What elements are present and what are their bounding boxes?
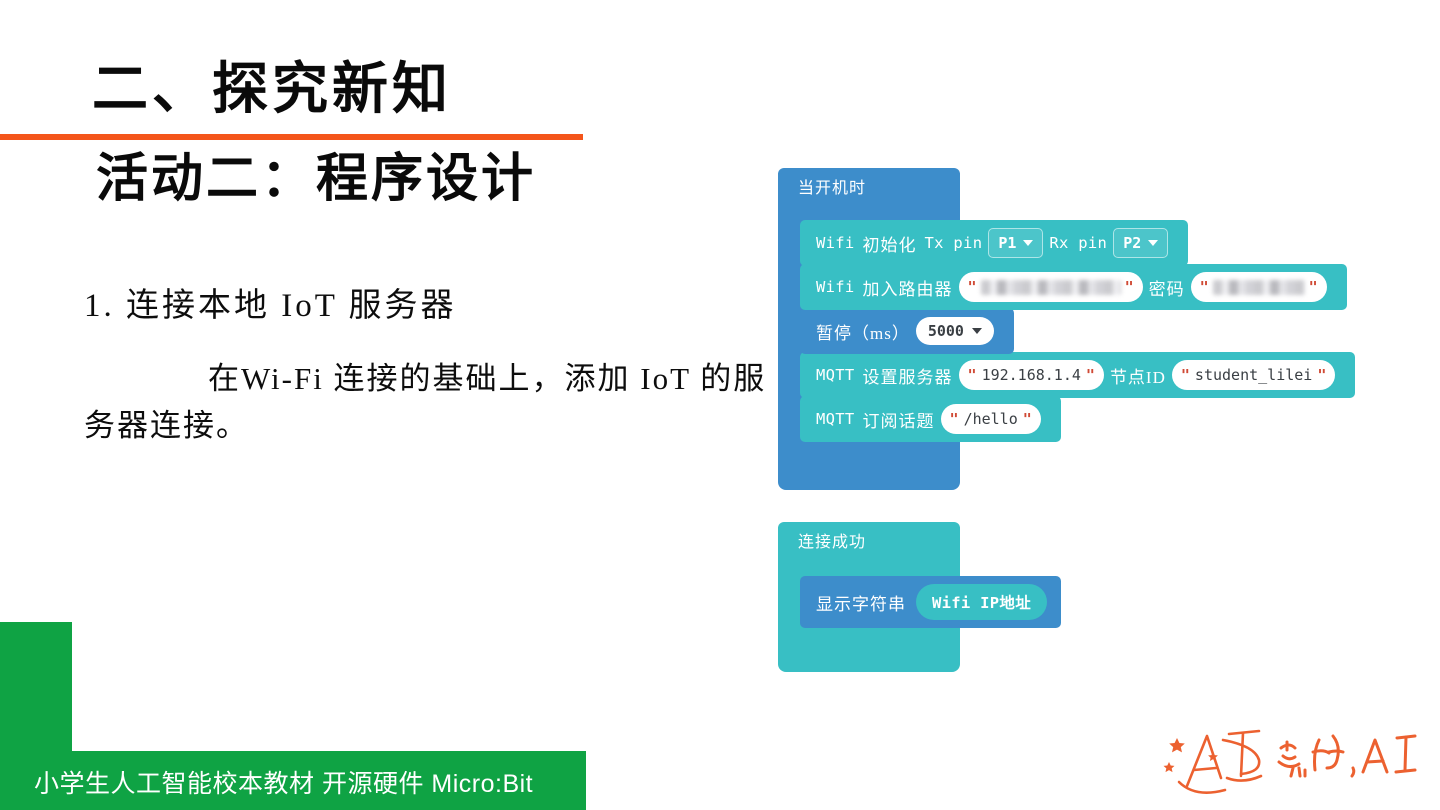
quote-close: " bbox=[1124, 277, 1134, 296]
block-wifi-init[interactable]: Wifi 初始化 Tx pin P1 Rx pin P2 bbox=[800, 220, 1189, 266]
ai-mark-icon bbox=[1177, 729, 1263, 794]
footer-accent-bar bbox=[0, 622, 72, 753]
chevron-down-icon bbox=[971, 328, 982, 334]
mqtt-server-value: 192.168.1.4 bbox=[981, 366, 1081, 384]
body-heading: 1. 连接本地 IoT 服务器 bbox=[84, 288, 457, 324]
block-group-connected[interactable]: 连接成功 显示字符串 Wifi IP地址 bbox=[778, 522, 1062, 672]
block-mqtt-subscribe[interactable]: MQTT 订阅话题 " /hello " bbox=[800, 396, 1061, 442]
body-paragraph: 在Wi-Fi 连接的基础上，添加 IoT 的服务器连接。 bbox=[84, 361, 767, 443]
block-stack: Wifi 初始化 Tx pin P1 Rx pin P2 bbox=[800, 220, 1356, 442]
dropdown-tx-value: P1 bbox=[998, 234, 1017, 252]
block-rx-label: Rx pin bbox=[1049, 234, 1108, 252]
censored-ssid-value bbox=[980, 279, 1121, 295]
block-wifi-join-router[interactable]: Wifi 加入路由器 " " 密码 " " bbox=[800, 264, 1347, 310]
block-group-on-start[interactable]: 当开机时 Wifi 初始化 Tx pin bbox=[778, 168, 1356, 490]
reporter-label: Wifi IP地址 bbox=[932, 594, 1032, 612]
block-pause[interactable]: 暂停（ms） 5000 bbox=[800, 308, 1014, 354]
dropdown-tx-pin[interactable]: P1 bbox=[988, 228, 1044, 258]
dropdown-rx-value: P2 bbox=[1123, 234, 1142, 252]
block-prefix: Wifi bbox=[816, 278, 855, 296]
quote-close: " bbox=[1317, 365, 1327, 384]
input-mqtt-client-id[interactable]: " student_lilei " bbox=[1171, 360, 1336, 390]
quote-close: " bbox=[1022, 409, 1032, 428]
chevron-down-icon bbox=[1148, 240, 1159, 246]
input-mqtt-server[interactable]: " 192.168.1.4 " bbox=[958, 360, 1104, 390]
block-group-body: Wifi 初始化 Tx pin P1 Rx pin P2 bbox=[778, 220, 1356, 442]
block-label: 显示字符串 bbox=[816, 594, 906, 614]
wordmark-nihao-ai bbox=[1277, 734, 1417, 778]
brand-logo bbox=[1163, 716, 1425, 800]
footer-text: 小学生人工智能校本教材 开源硬件 Micro:Bit bbox=[34, 770, 534, 798]
mqtt-topic-value: /hello bbox=[963, 410, 1018, 428]
block-group-body: 显示字符串 Wifi IP地址 bbox=[778, 576, 1062, 628]
chevron-down-icon bbox=[1023, 240, 1034, 246]
sparkle-icons bbox=[1163, 738, 1218, 773]
block-label: 初始化 bbox=[862, 235, 917, 255]
block-hat-on-start[interactable]: 当开机时 bbox=[778, 168, 960, 220]
block-hat-label: 当开机时 bbox=[798, 180, 867, 197]
page-title: 二、探究新知 bbox=[92, 59, 452, 121]
mqtt-client-id-value: student_lilei bbox=[1194, 366, 1313, 384]
quote-open: " bbox=[1180, 365, 1190, 384]
block-code-canvas: 当开机时 Wifi 初始化 Tx pin bbox=[778, 168, 1356, 672]
block-hat-connected[interactable]: 连接成功 bbox=[778, 522, 960, 576]
footer-bar bbox=[0, 751, 586, 810]
quote-open: " bbox=[949, 409, 959, 428]
body-text: 1. 连接本地 IoT 服务器 在Wi-Fi 连接的基础上，添加 IoT 的服务… bbox=[84, 278, 774, 449]
block-password-label: 密码 bbox=[1148, 279, 1185, 299]
logo-artwork bbox=[1163, 729, 1417, 794]
quote-open: " bbox=[967, 365, 977, 384]
dropdown-rx-pin[interactable]: P2 bbox=[1113, 228, 1169, 258]
quote-open: " bbox=[967, 277, 977, 296]
reporter-wifi-ip-address[interactable]: Wifi IP地址 bbox=[916, 584, 1048, 620]
block-prefix: MQTT bbox=[816, 410, 855, 428]
block-label: 设置服务器 bbox=[862, 367, 953, 387]
block-label: 订阅话题 bbox=[862, 411, 935, 431]
block-tx-label: Tx pin bbox=[924, 234, 983, 252]
block-group-footer bbox=[778, 628, 960, 672]
block-notch bbox=[810, 220, 842, 226]
block-show-string[interactable]: 显示字符串 Wifi IP地址 bbox=[800, 576, 1062, 628]
dropdown-pause-value: 5000 bbox=[927, 322, 964, 340]
block-label: 暂停（ms） bbox=[816, 323, 910, 343]
page-subtitle: 活动二：程序设计 bbox=[96, 151, 537, 208]
input-wifi-password[interactable]: " " bbox=[1190, 272, 1327, 302]
quote-open: " bbox=[1199, 277, 1209, 296]
input-mqtt-topic[interactable]: " /hello " bbox=[940, 404, 1041, 434]
block-client-label: 节点ID bbox=[1109, 367, 1166, 387]
block-prefix: Wifi bbox=[816, 234, 855, 252]
quote-close: " bbox=[1085, 365, 1095, 384]
block-stack: 显示字符串 Wifi IP地址 bbox=[800, 576, 1062, 628]
block-hat-label: 连接成功 bbox=[798, 534, 867, 551]
title-divider bbox=[0, 134, 583, 140]
block-label: 加入路由器 bbox=[862, 279, 953, 299]
block-mqtt-set-server[interactable]: MQTT 设置服务器 " 192.168.1.4 " 节点ID " studen… bbox=[800, 352, 1356, 398]
input-wifi-ssid[interactable]: " " bbox=[958, 272, 1143, 302]
quote-close: " bbox=[1308, 277, 1318, 296]
dropdown-pause-duration[interactable]: 5000 bbox=[915, 317, 994, 345]
censored-password-value bbox=[1212, 279, 1305, 295]
block-prefix: MQTT bbox=[816, 366, 855, 384]
block-group-footer bbox=[778, 442, 960, 490]
